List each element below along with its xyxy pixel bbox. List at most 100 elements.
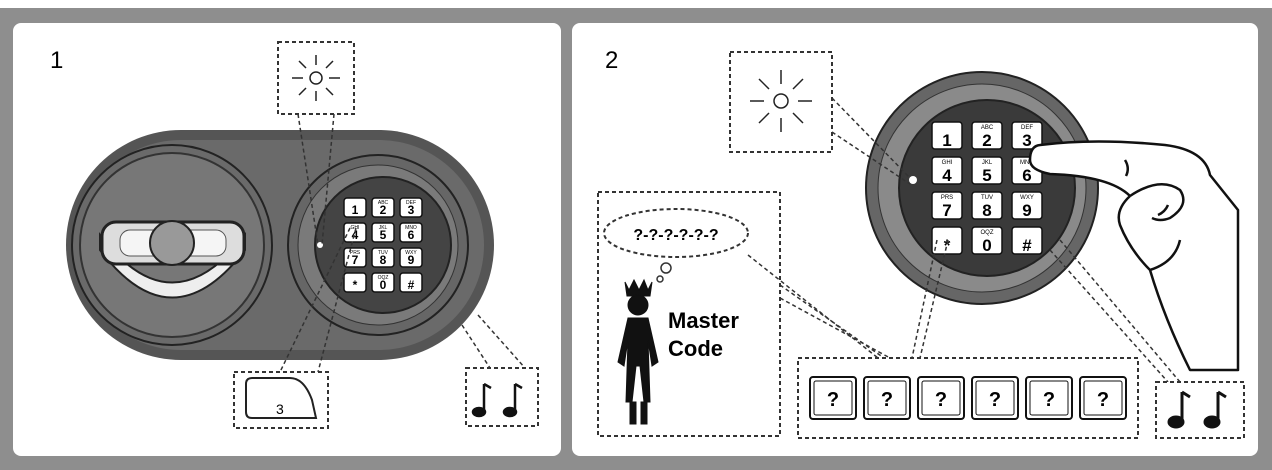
led-callout-2 (729, 51, 911, 185)
small-key-letters-8: WXY (405, 250, 417, 256)
beep-callout-2-box (1155, 381, 1245, 439)
code-slot-text-0: ? (827, 389, 839, 411)
large-key-digit-6: 7 (942, 201, 951, 220)
small-key-11[interactable]: # (399, 272, 423, 293)
small-key-digit-0: 1 (352, 203, 359, 217)
large-key-letters-3: GHI (942, 160, 953, 166)
large-key-digit-11: # (1022, 236, 1032, 255)
led-flash-icon (292, 55, 340, 101)
code-entry-callout: ?????? (797, 357, 1139, 439)
small-key-digit-8: 9 (408, 253, 415, 267)
small-key-letters-5: MNO (405, 225, 417, 231)
small-key-digit-1: 2 (380, 203, 387, 217)
large-key-0[interactable]: 1 (931, 121, 963, 150)
large-key-11[interactable]: # (1011, 226, 1043, 255)
small-key-digit-10: 0 (380, 278, 387, 292)
code-slot-3: ? (971, 376, 1019, 420)
beep-callout-2 (1155, 381, 1245, 439)
large-key-9[interactable]: * (931, 226, 963, 255)
led-flash-icon-2 (750, 70, 812, 132)
large-key-digit-1: 2 (982, 131, 991, 150)
music-note-icon-2 (1167, 390, 1227, 429)
small-key-9[interactable]: * (343, 272, 367, 293)
small-key-letters-10: OQZ (378, 275, 389, 281)
large-key-letters-2: DEF (1021, 125, 1033, 131)
key-3-label: 3 (276, 401, 284, 417)
small-key-digit-4: 5 (380, 228, 387, 242)
large-key-letters-7: TUV (981, 195, 993, 201)
code-slot-text-1: ? (881, 389, 893, 411)
master-label-line1: Master (668, 308, 739, 333)
large-key-letters-8: WXY (1020, 195, 1034, 201)
small-key-digit-7: 8 (380, 253, 387, 267)
large-key-digit-8: 9 (1022, 201, 1031, 220)
panel-1-number: 1 (50, 47, 63, 74)
small-key-digit-9: * (353, 278, 358, 292)
small-key-digit-2: 3 (408, 203, 415, 217)
code-slot-text-2: ? (935, 389, 947, 411)
master-person-icon (617, 278, 659, 425)
large-key-digit-10: 0 (982, 236, 991, 255)
code-slot-1: ? (863, 376, 911, 420)
panel-2: 2 1ABC2DEF3GHI4JKL5MNO6PRS7TUV8WXY9*OQZ0… (572, 23, 1258, 456)
master-code-callout: ?-?-?-?-?-? Master Code (597, 191, 781, 437)
large-key-digit-2: 3 (1022, 131, 1031, 150)
small-key-digit-3: 4 (352, 228, 359, 242)
music-note-icon (471, 382, 523, 418)
large-key-letters-4: JKL (982, 160, 993, 166)
code-slot-text-5: ? (1097, 389, 1109, 411)
beep-callout-1-box (465, 367, 539, 427)
led-callout (277, 41, 355, 246)
key-3-button (245, 377, 318, 419)
small-key-letters-7: TUV (378, 250, 389, 256)
code-slot-2: ? (917, 376, 965, 420)
small-key-0[interactable]: 1 (343, 197, 367, 218)
thought-bubble-text: ?-?-?-?-?-? (633, 227, 718, 244)
small-key-digit-6: 7 (352, 253, 359, 267)
large-key-letters-10: OQZ (981, 230, 994, 236)
large-key-digit-0: 1 (942, 131, 951, 150)
code-slot-5: ? (1079, 376, 1127, 420)
small-key-letters-6: PRS (350, 250, 361, 256)
code-slot-4: ? (1025, 376, 1073, 420)
small-key-letters-4: JKL (379, 225, 388, 231)
master-label-line2: Code (668, 336, 723, 361)
panel-2-number: 2 (605, 47, 618, 74)
led-small (317, 242, 323, 248)
small-key-letters-3: GHI (351, 225, 360, 231)
large-key-digit-4: 5 (982, 166, 991, 185)
large-key-letters-1: ABC (981, 125, 994, 131)
small-key-digit-11: # (408, 278, 415, 292)
thought-bubble (603, 208, 749, 258)
code-slot-text-4: ? (1043, 389, 1055, 411)
key-3-callout: 3 (233, 227, 357, 429)
code-slot-0: ? (809, 376, 857, 420)
small-key-letters-2: DEF (406, 200, 416, 206)
large-key-digit-3: 4 (942, 166, 952, 185)
pressing-hand (1028, 140, 1240, 372)
led-large (909, 176, 917, 184)
